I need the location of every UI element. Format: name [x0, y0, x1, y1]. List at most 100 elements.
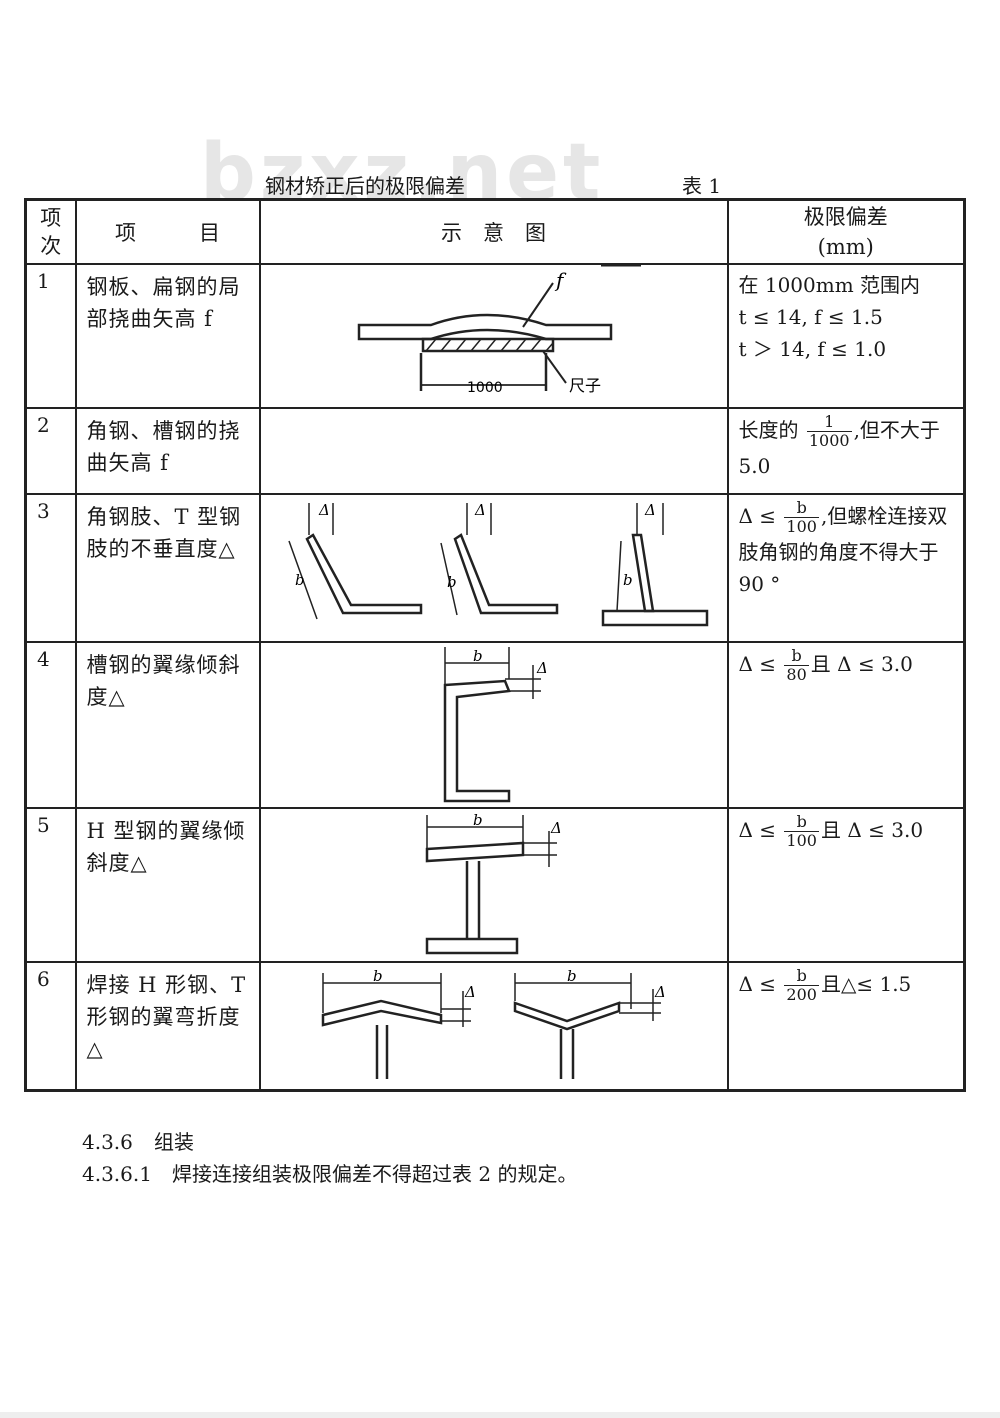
table-title: 钢材矫正后的极限偏差 [265, 174, 465, 198]
tolerance-suffix: 且 Δ ≤ 3.0 [810, 651, 913, 676]
table-row: 1 钢板、扁钢的局部挠曲矢高 f f 1000 尺子 [24, 262, 966, 409]
h-bottom-flange [425, 937, 518, 954]
header-item: 项 目 [74, 198, 261, 265]
bent-flange-2 [513, 1000, 620, 1030]
row-number: 5 [24, 806, 77, 963]
web-2 [559, 1028, 574, 1079]
label-span: 1000 [467, 380, 503, 396]
row-figure [258, 406, 729, 495]
fraction-denominator: 100 [784, 516, 819, 536]
welded-flange-bend-diagram: b Δ b Δ [321, 967, 666, 1079]
h-beam-flange-diagram: b Δ [425, 811, 562, 954]
tolerance-suffix: ,但不大于 5.0 [738, 417, 940, 478]
tolerance-prefix: Δ ≤ [738, 971, 777, 996]
label-delta-2: Δ [654, 983, 666, 1001]
tolerance-suffix: ,但螺栓连接双肢角钢的角度不得大于 90 ° [738, 503, 948, 596]
label-b-1: b [373, 967, 383, 985]
page-bottom-edge [0, 1412, 1000, 1418]
ruler-shape [421, 337, 554, 352]
fraction-numerator: 1 [824, 411, 835, 431]
tolerance-prefix: Δ ≤ [738, 503, 777, 528]
label-ruler: 尺子 [569, 376, 601, 395]
h-web [465, 860, 480, 939]
label-b-3: b [623, 571, 633, 589]
label-b-1: b [295, 571, 305, 589]
header-figure: 示 意 图 [258, 198, 729, 265]
row-item: 槽钢的翼缘倾斜度△ [74, 640, 261, 809]
bent-flange-1 [321, 999, 442, 1027]
row-figure: b Δ b Δ [258, 960, 729, 1091]
label-delta-2: Δ [474, 501, 486, 519]
tolerance-prefix: Δ ≤ [738, 651, 777, 676]
row-item: H 型钢的翼缘倾斜度△ [74, 806, 261, 963]
row-item: 钢板、扁钢的局部挠曲矢高 f [74, 262, 261, 409]
tee-web [631, 533, 654, 612]
label-b: b [473, 647, 483, 665]
angle-shape-2 [452, 532, 558, 614]
row-figure: b Δ [258, 806, 729, 963]
channel-shape [443, 679, 511, 802]
channel-flange-diagram: b Δ [443, 646, 548, 802]
fraction-denominator: 200 [784, 984, 819, 1004]
tolerance-table: 项 次 项 目 示 意 图 极限偏差 (mm) 1 钢板、扁钢的局部挠曲矢高 f [24, 198, 966, 1092]
fraction-denominator: 80 [784, 664, 809, 684]
row-item: 角钢肢、T 型钢肢的不垂直度△ [74, 492, 261, 643]
label-delta-1: Δ [464, 983, 476, 1001]
tolerance-line: t ≤ 14, f ≤ 1.5 [738, 304, 883, 329]
web-1 [375, 1024, 388, 1079]
fraction-numerator: b [796, 497, 807, 517]
fraction-denominator: 100 [784, 830, 819, 850]
plate-bow-diagram: f 1000 尺子 [357, 264, 641, 396]
fraction-numerator: b [796, 965, 807, 985]
section-number: 4.3.6 [82, 1130, 133, 1154]
tee-flange [601, 609, 708, 626]
row-tolerance: 在 1000mm 范围内 t ≤ 14, f ≤ 1.5 t ＞ 14, f ≤… [726, 262, 966, 409]
row-number: 3 [24, 492, 77, 643]
angle-shape-1 [304, 532, 422, 614]
row-number: 4 [24, 640, 77, 809]
section-number: 4.3.6.1 [82, 1162, 152, 1186]
tolerance-line: 在 1000mm 范围内 [738, 272, 921, 297]
table-row: 6 焊接 H 形钢、T 形钢的翼弯折度△ b Δ b Δ [24, 960, 966, 1091]
section-4-3-6: 4.3.6 组装 [82, 1126, 194, 1155]
label-b-2: b [567, 967, 577, 985]
section-4-3-6-1: 4.3.6.1 焊接连接组装极限偏差不得超过表 2 的规定。 [82, 1158, 577, 1187]
section-text: 组装 [154, 1130, 194, 1154]
label-delta-3: Δ [644, 501, 656, 519]
table-row: 3 角钢肢、T 型钢肢的不垂直度△ Δ b Δ b Δ b [24, 492, 966, 643]
table-number: 表 1 [682, 174, 722, 198]
label-f: f [554, 268, 567, 292]
label-delta-1: Δ [318, 501, 330, 519]
plate-shape [357, 313, 612, 340]
label-delta: Δ [550, 819, 562, 837]
tolerance-prefix: Δ ≤ [738, 817, 777, 842]
row-number: 6 [24, 960, 77, 1091]
tolerance-suffix: 且△≤ 1.5 [820, 971, 912, 996]
fraction-numerator: b [796, 811, 807, 831]
tolerance-line: t ＞ 14, f ≤ 1.0 [738, 336, 887, 361]
label-delta: Δ [536, 659, 548, 677]
section-text: 焊接连接组装极限偏差不得超过表 2 的规定。 [172, 1162, 578, 1186]
label-b: b [473, 811, 483, 829]
row-item: 角钢、槽钢的挠曲矢高 f [74, 406, 261, 495]
fraction-denominator: 1000 [806, 430, 852, 450]
tolerance-suffix: 且 Δ ≤ 3.0 [820, 817, 924, 842]
fraction-numerator: b [791, 645, 802, 665]
header-tolerance: 极限偏差 (mm) [726, 198, 966, 265]
header-no: 项 次 [24, 198, 77, 265]
row-figure: b Δ [258, 640, 729, 809]
row-number: 2 [24, 406, 77, 495]
tolerance-prefix: 长度的 [738, 417, 799, 442]
h-top-flange [425, 841, 524, 862]
label-b-2: b [447, 573, 457, 591]
